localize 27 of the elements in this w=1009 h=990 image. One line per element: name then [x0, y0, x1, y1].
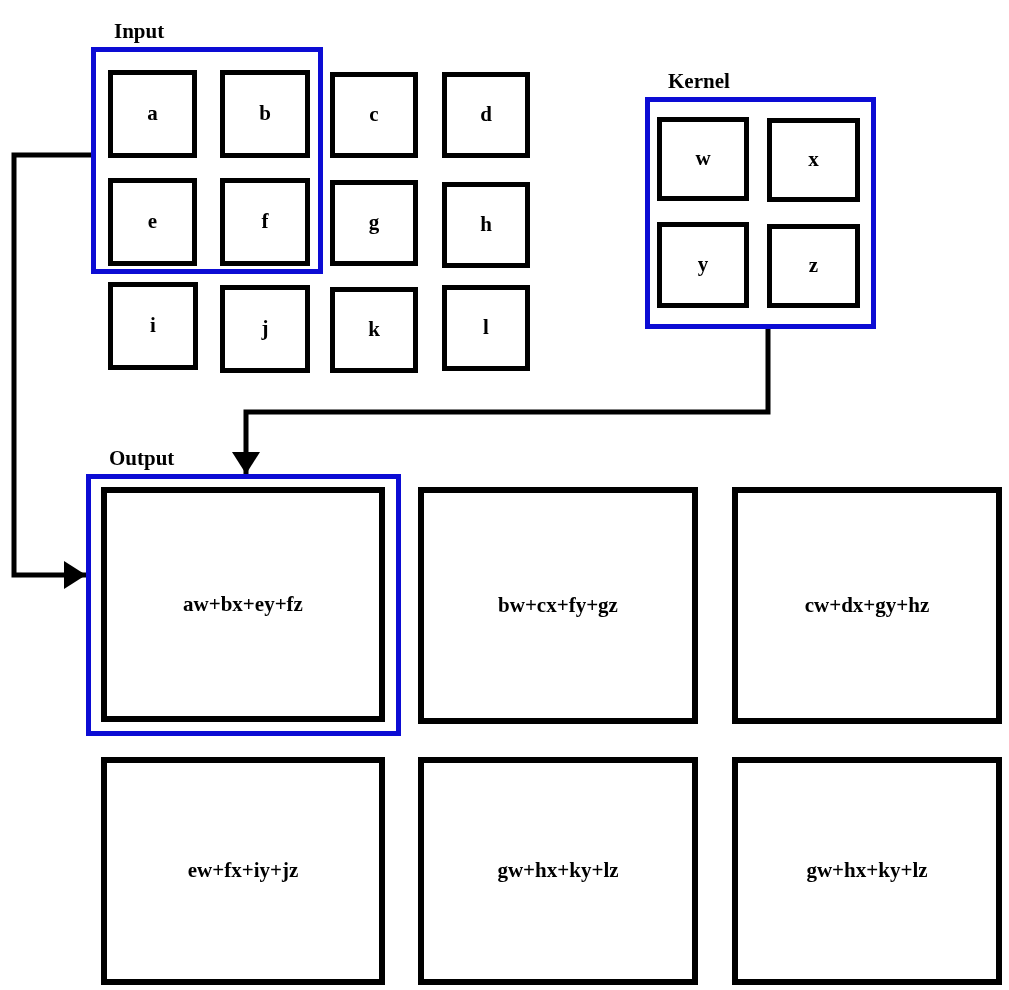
output-cell: gw+hx+ky+lz	[418, 757, 698, 985]
input-cell: k	[330, 287, 418, 373]
input-cell: a	[108, 70, 197, 158]
heading-label: Input	[114, 18, 165, 45]
input-cell: g	[330, 180, 418, 266]
output-cell: cw+dx+gy+hz	[732, 487, 1002, 724]
kernel-cell: z	[767, 224, 860, 308]
output-cell: ew+fx+iy+jz	[101, 757, 385, 985]
input-cell: l	[442, 285, 530, 371]
input-cell: d	[442, 72, 530, 158]
connector-arrow	[11, 152, 91, 589]
input-cell: e	[108, 178, 197, 266]
input-cell: j	[220, 285, 310, 373]
input-cell: c	[330, 72, 418, 158]
input-cell: b	[220, 70, 310, 158]
kernel-cell: y	[657, 222, 749, 308]
output-cell: aw+bx+ey+fz	[101, 487, 385, 722]
heading-label: Output	[109, 445, 175, 472]
kernel-cell: w	[657, 117, 749, 201]
connector-arrow	[232, 329, 771, 474]
heading-label: Kernel	[668, 68, 730, 95]
output-cell: gw+hx+ky+lz	[732, 757, 1002, 985]
kernel-cell: x	[767, 118, 860, 202]
input-cell: f	[220, 178, 310, 266]
output-cell: bw+cx+fy+gz	[418, 487, 698, 724]
input-cell: h	[442, 182, 530, 268]
input-cell: i	[108, 282, 198, 370]
